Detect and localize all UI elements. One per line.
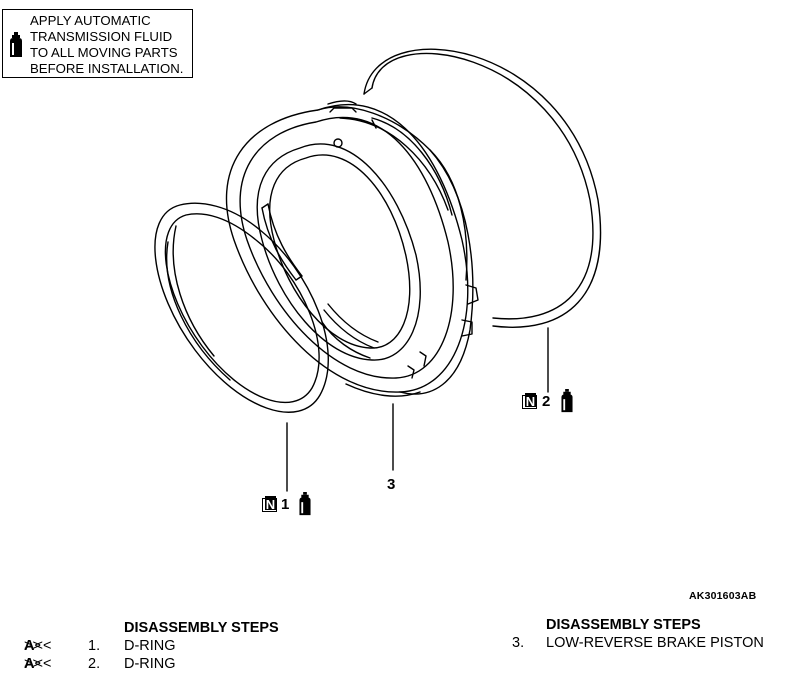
step-number: 3. xyxy=(512,635,525,651)
step-number: 1. xyxy=(88,638,101,654)
new-part-marker-icon: N xyxy=(522,393,537,409)
step-row: >>A<< 1. D-RING xyxy=(24,638,324,656)
brake-piston xyxy=(225,100,479,397)
steps-left-heading: DISASSEMBLY STEPS xyxy=(124,620,279,636)
step-label: D-RING xyxy=(124,638,176,654)
note-line: TO ALL MOVING PARTS xyxy=(30,45,178,60)
part-number-2: 2 xyxy=(542,393,551,410)
step-label: D-RING xyxy=(124,656,176,672)
step-row: >>A<< 2. D-RING xyxy=(24,656,324,674)
note-line: BEFORE INSTALLATION. xyxy=(30,61,184,76)
fluid-note-box: APPLY AUTOMATIC TRANSMISSION FLUID TO AL… xyxy=(2,9,193,78)
callout-part-3: 3 xyxy=(387,476,395,493)
note-line: TRANSMISSION FLUID xyxy=(30,29,173,44)
d-ring-small xyxy=(154,202,329,413)
part-number-1: 1 xyxy=(281,496,290,513)
figure-reference-code: AK301603AB xyxy=(689,590,757,602)
steps-right-heading: DISASSEMBLY STEPS xyxy=(546,617,701,633)
step-reference-mark: >>A<< xyxy=(24,638,52,654)
fluid-bottle-icon xyxy=(561,389,573,413)
step-reference-mark: >>A<< xyxy=(24,656,52,672)
fluid-bottle-icon xyxy=(10,32,22,57)
step-label: LOW-REVERSE BRAKE PISTON xyxy=(546,635,764,651)
step-row: 3. LOW-REVERSE BRAKE PISTON xyxy=(512,635,788,653)
fluid-note-text: APPLY AUTOMATIC TRANSMISSION FLUID TO AL… xyxy=(30,13,183,77)
new-part-marker-icon: N xyxy=(262,496,277,512)
d-ring-large xyxy=(363,48,602,328)
part-number-3: 3 xyxy=(387,476,396,493)
step-number: 2. xyxy=(88,656,101,672)
note-line: APPLY AUTOMATIC xyxy=(30,13,151,28)
fluid-bottle-icon xyxy=(299,492,311,516)
